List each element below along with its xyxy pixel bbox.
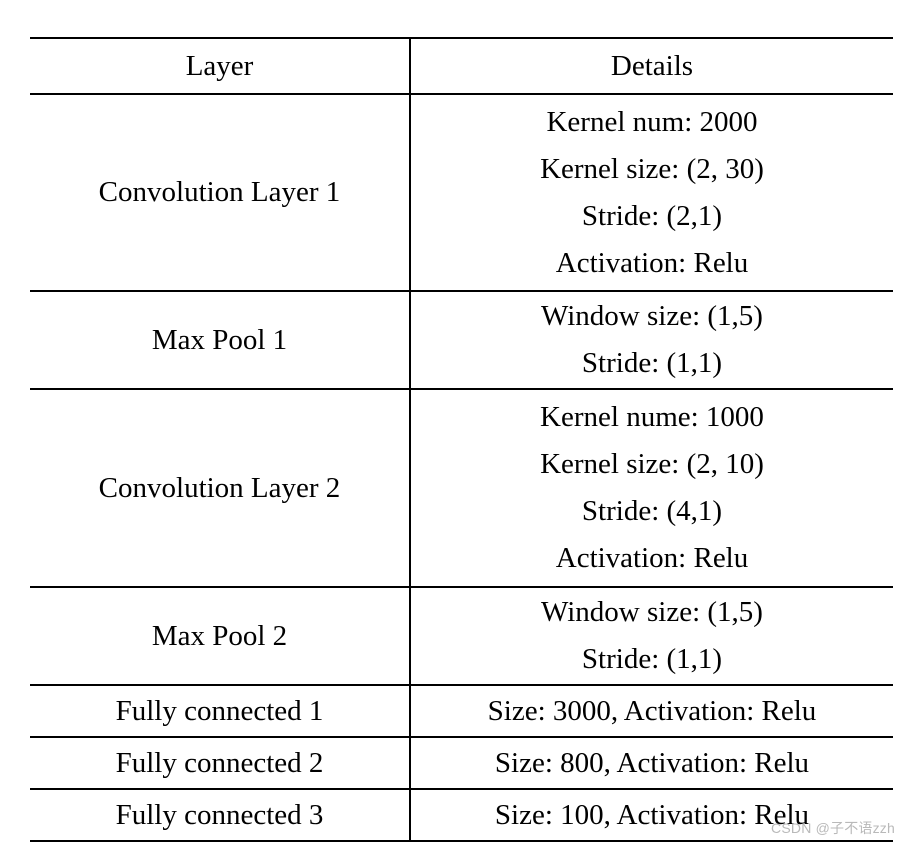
layer-name-cell: Convolution Layer 1 xyxy=(30,94,411,292)
table-header: Layer Details xyxy=(30,38,893,95)
detail-line: Activation: Relu xyxy=(555,542,749,574)
detail-line: Kernel size: (2, 30) xyxy=(540,152,764,185)
layer-details-cell: Size: 800, Activation: Relu xyxy=(410,737,893,790)
layer-details-cell: Kernel nume: 1000 Kernel size: (2, 10) S… xyxy=(410,389,893,588)
detail-line: Stride: (1,1) xyxy=(581,643,723,675)
detail-line: Stride: (4,1) xyxy=(581,495,723,527)
detail-line-list: Window size: (1,5) Stride: (1,1) xyxy=(411,589,893,683)
table-row: Max Pool 1 Window size: (1,5) Stride: (1… xyxy=(30,291,893,390)
layer-name-cell: Fully connected 1 xyxy=(30,685,411,738)
table-row: Fully connected 3 Size: 100, Activation:… xyxy=(30,789,893,841)
layer-name-cell: Convolution Layer 2 xyxy=(30,389,411,588)
detail-line: Kernel num: 2000 xyxy=(546,105,758,138)
detail-line: Size: 3000, Activation: Relu xyxy=(487,694,817,727)
layer-details-cell: Window size: (1,5) Stride: (1,1) xyxy=(410,587,893,686)
detail-line-list: Kernel num: 2000 Kernel size: (2, 30) St… xyxy=(411,99,893,287)
network-architecture-table: Layer Details Convolution Layer 1 Kernel… xyxy=(30,37,893,842)
detail-line: Stride: (2,1) xyxy=(581,199,723,232)
table-header-row: Layer Details xyxy=(30,38,893,95)
detail-line-list: Kernel nume: 1000 Kernel size: (2, 10) S… xyxy=(411,394,893,582)
detail-line: Kernel nume: 1000 xyxy=(540,401,764,433)
detail-line: Size: 100, Activation: Relu xyxy=(494,798,810,831)
column-header-details: Details xyxy=(410,38,893,95)
layer-details-cell: Size: 100, Activation: Relu xyxy=(410,789,893,841)
detail-line: Kernel size: (2, 10) xyxy=(540,448,764,480)
detail-line: Stride: (1,1) xyxy=(581,347,723,379)
table-body: Convolution Layer 1 Kernel num: 2000 Ker… xyxy=(30,94,893,841)
layer-name-cell: Max Pool 1 xyxy=(30,291,411,390)
detail-line: Size: 800, Activation: Relu xyxy=(494,746,810,779)
layer-name-cell: Fully connected 3 xyxy=(30,789,411,841)
layer-details-cell: Window size: (1,5) Stride: (1,1) xyxy=(410,291,893,390)
detail-line: Activation: Relu xyxy=(555,246,749,279)
table-row: Fully connected 2 Size: 800, Activation:… xyxy=(30,737,893,790)
layer-name-cell: Fully connected 2 xyxy=(30,737,411,790)
table-row: Fully connected 1 Size: 3000, Activation… xyxy=(30,685,893,738)
detail-line: Window size: (1,5) xyxy=(541,300,763,332)
detail-line-list: Window size: (1,5) Stride: (1,1) xyxy=(411,293,893,387)
table-row: Convolution Layer 1 Kernel num: 2000 Ker… xyxy=(30,94,893,292)
table-row: Convolution Layer 2 Kernel nume: 1000 Ke… xyxy=(30,389,893,588)
network-architecture-table-container: Layer Details Convolution Layer 1 Kernel… xyxy=(30,37,893,842)
layer-name-cell: Max Pool 2 xyxy=(30,587,411,686)
table-row: Max Pool 2 Window size: (1,5) Stride: (1… xyxy=(30,587,893,686)
layer-details-cell: Size: 3000, Activation: Relu xyxy=(410,685,893,738)
column-header-layer: Layer xyxy=(30,38,411,95)
detail-line: Window size: (1,5) xyxy=(541,596,763,628)
layer-details-cell: Kernel num: 2000 Kernel size: (2, 30) St… xyxy=(410,94,893,292)
